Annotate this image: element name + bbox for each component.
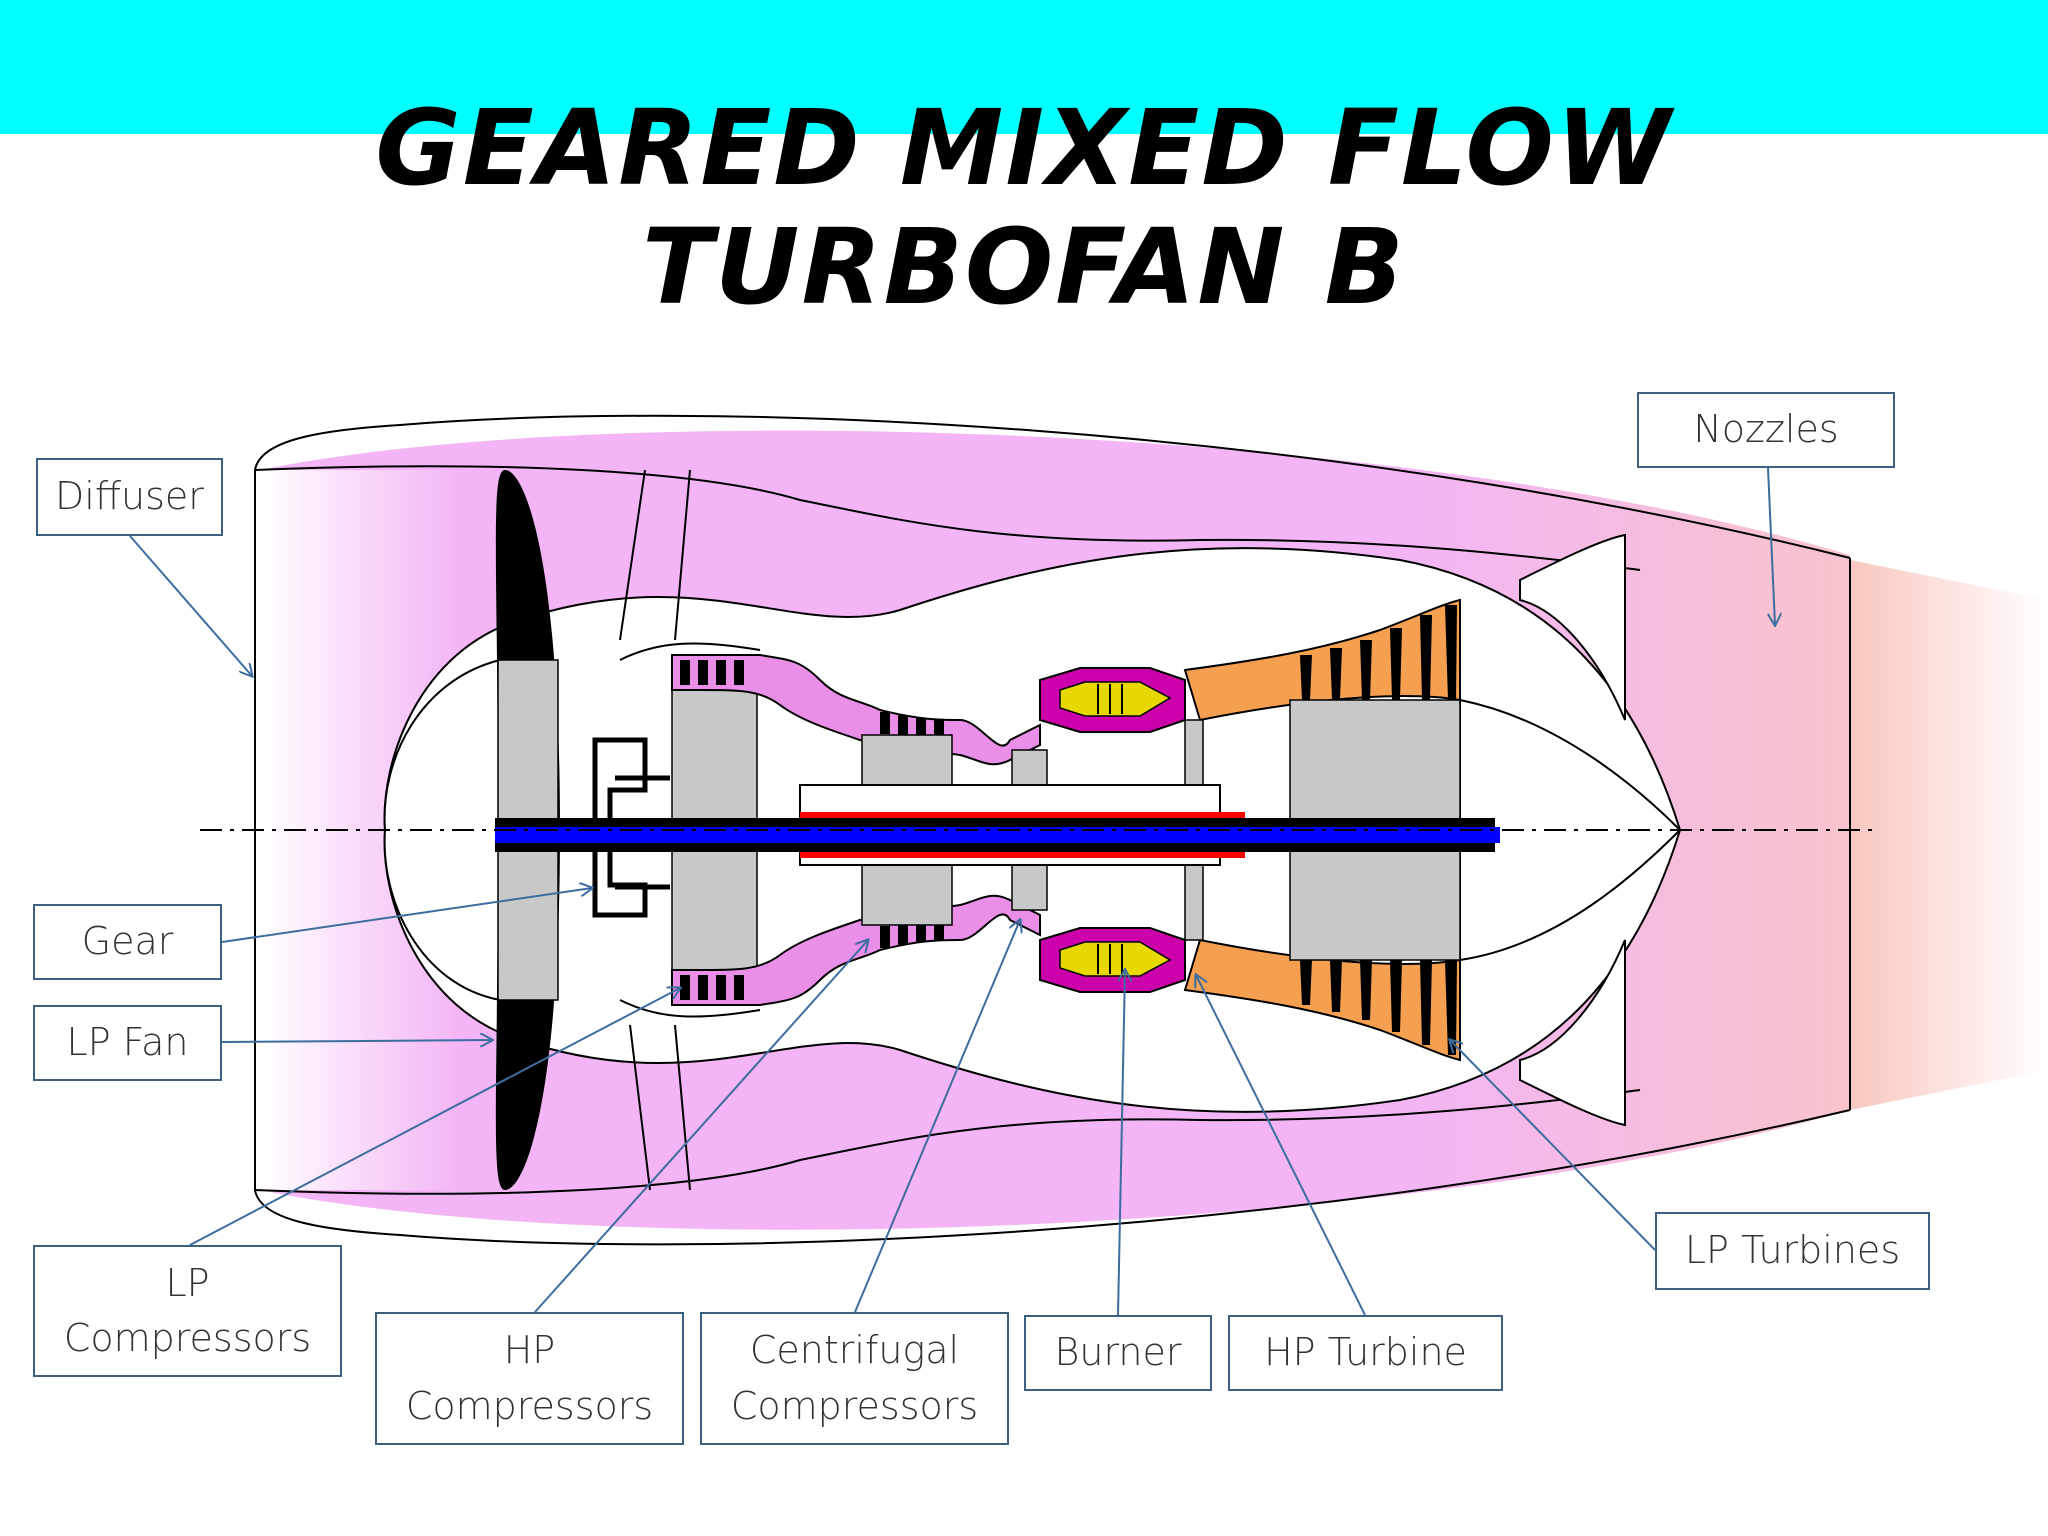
leader-hp-compressors bbox=[534, 940, 868, 1313]
hp-shaft-red-bottom bbox=[800, 848, 1245, 858]
leader-hp-turbine bbox=[1196, 975, 1366, 1316]
title-line-1: GEARED MIXED FLOW bbox=[375, 87, 1673, 209]
leader-gear bbox=[221, 888, 592, 943]
hp-shaft-red-top bbox=[800, 812, 1245, 822]
title-line-2: TURBOFAN B bbox=[642, 206, 1406, 328]
leader-nozzles bbox=[1767, 467, 1775, 625]
label-lp-fan: LP Fan bbox=[33, 1005, 222, 1081]
nacelle-outer-top bbox=[254, 414, 1851, 559]
title-band bbox=[0, 0, 2048, 134]
burner-bottom bbox=[1039, 927, 1186, 993]
label-nozzles: Nozzles bbox=[1637, 392, 1895, 468]
nacelle-inner-top bbox=[254, 465, 1641, 571]
label-gear: Gear bbox=[33, 904, 222, 980]
label-centrifugal-compressors: Centrifugal Compressors bbox=[700, 1312, 1009, 1445]
gearbox bbox=[592, 737, 648, 918]
label-diffuser: Diffuser bbox=[36, 458, 223, 536]
lp-shaft-black-top bbox=[495, 818, 1495, 828]
lp-shaft-black-bottom bbox=[495, 842, 1495, 852]
leader-lp-fan bbox=[221, 1040, 492, 1042]
label-lp-compressors: LP Compressors bbox=[33, 1245, 342, 1377]
nacelle-inner-bottom bbox=[254, 1089, 1641, 1195]
leader-lp-compressors bbox=[189, 988, 680, 1246]
nozzle-flap-top bbox=[1519, 533, 1626, 721]
label-lp-turbines: LP Turbines bbox=[1655, 1212, 1930, 1290]
leader-centrifugal bbox=[854, 920, 1020, 1313]
leader-lp-turbines bbox=[1450, 1040, 1656, 1251]
label-burner: Burner bbox=[1024, 1315, 1212, 1391]
nacelle-outer-bottom bbox=[254, 1109, 1851, 1246]
leader-diffuser bbox=[129, 535, 252, 676]
nozzle-flap-bottom bbox=[1519, 939, 1626, 1127]
exhaust-plume bbox=[1850, 560, 2048, 1110]
leader-burner bbox=[1117, 970, 1125, 1316]
label-hp-compressors: HP Compressors bbox=[375, 1312, 684, 1445]
label-hp-turbine: HP Turbine bbox=[1228, 1315, 1503, 1391]
burner-top bbox=[1039, 667, 1186, 733]
